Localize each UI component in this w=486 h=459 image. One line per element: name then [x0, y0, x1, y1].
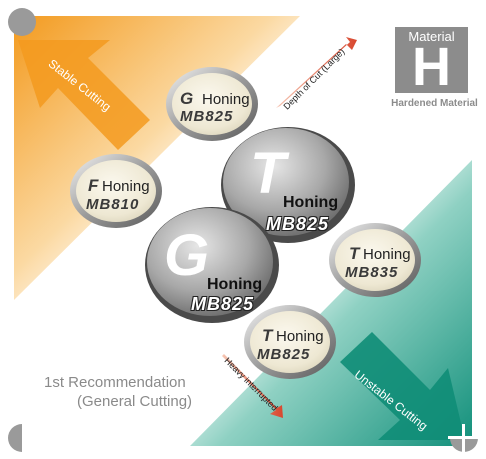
badge-f-small-grade: MB810 — [86, 196, 140, 213]
badge-t-large-grade: MB825 — [266, 214, 330, 234]
badge-g-large-honing: Honing — [207, 276, 263, 293]
badge-t-bottom-grade: MB825 — [257, 346, 311, 363]
badge-f-small — [70, 154, 162, 228]
heavy-interrupted-tag — [222, 354, 283, 418]
badge-g-small-honing: Honing — [202, 91, 250, 108]
recommendation-line2: (General Cutting) — [77, 393, 193, 410]
material-caption: Hardened Material — [391, 98, 478, 109]
badge-t-large-letter: T — [250, 141, 286, 206]
badge-g-small-grade: MB825 — [180, 108, 234, 125]
badge-t-large — [221, 127, 355, 243]
badge-g-large-grade: MB825 — [191, 294, 255, 314]
depth-of-cut-tag — [276, 37, 357, 108]
badge-f-small-letter: F — [88, 176, 100, 195]
unstable-arrow — [340, 332, 465, 440]
badge-t-bottom-honing: Honing — [276, 328, 324, 345]
badge-t-bottom-letter: T — [262, 326, 274, 345]
badge-g-small-letter: G — [180, 89, 195, 108]
material-label: Material — [408, 29, 455, 44]
recommendation-line1: 1st Recommendation — [44, 374, 186, 391]
badge-t-right — [329, 223, 421, 297]
material-letter: H — [412, 37, 451, 97]
corner-bottom-right-cut-v — [462, 424, 465, 452]
badge-t-right-honing: Honing — [363, 246, 411, 263]
corner-top-left — [8, 8, 36, 36]
stable-arrow — [18, 40, 150, 150]
material-box: Material H — [395, 27, 468, 97]
badge-g-large — [145, 207, 279, 323]
badge-g-small — [166, 67, 258, 141]
badge-t-bottom — [244, 305, 336, 379]
badge-g-large-letter: G — [164, 223, 210, 288]
badge-t-large-honing: Honing — [283, 194, 339, 211]
badge-f-small-honing: Honing — [102, 178, 150, 195]
corner-bottom-left — [8, 424, 22, 452]
badge-t-right-grade: MB835 — [345, 264, 399, 281]
badge-t-right-letter: T — [349, 244, 361, 263]
